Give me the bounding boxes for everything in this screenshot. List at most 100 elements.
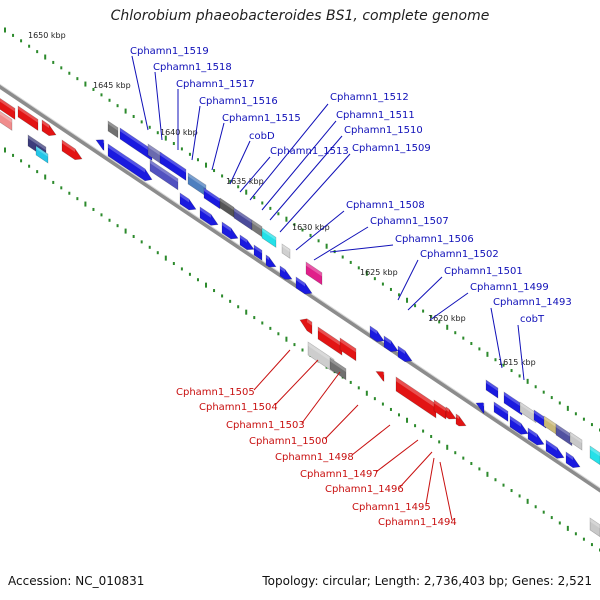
scale-tick <box>293 223 296 227</box>
forward-gene[interactable] <box>493 401 509 422</box>
forward-gene[interactable] <box>281 243 291 259</box>
reverse-gene[interactable] <box>41 119 57 137</box>
gene-label[interactable]: cobD <box>249 131 275 142</box>
scale-tick <box>261 321 264 325</box>
forward-gene[interactable] <box>251 219 263 238</box>
gene-label[interactable]: Cphamn1_1500 <box>249 436 328 447</box>
forward-gene[interactable] <box>569 431 583 451</box>
gene-label[interactable]: Cphamn1_1509 <box>352 143 431 154</box>
forward-gene[interactable] <box>95 139 105 151</box>
gene-label[interactable]: Cphamn1_1496 <box>325 484 404 495</box>
gene-highlight <box>556 424 572 439</box>
gene-label[interactable]: Cphamn1_1512 <box>330 92 409 103</box>
forward-gene[interactable] <box>509 415 529 435</box>
gene-label[interactable]: Cphamn1_1504 <box>199 402 278 413</box>
forward-gene[interactable] <box>485 379 499 399</box>
forward-gene[interactable] <box>261 227 277 248</box>
gene-shape <box>149 159 179 191</box>
forward-gene[interactable] <box>565 451 581 469</box>
forward-gene[interactable] <box>295 276 313 295</box>
gene-label[interactable]: cobT <box>520 314 545 325</box>
forward-gene[interactable] <box>159 151 187 182</box>
reverse-gene[interactable] <box>307 341 335 374</box>
forward-gene[interactable] <box>253 244 263 261</box>
forward-gene[interactable] <box>233 207 253 231</box>
gene-label[interactable]: Cphamn1_1511 <box>336 110 415 121</box>
gene-label[interactable]: Cphamn1_1494 <box>378 517 457 528</box>
gene-label[interactable]: Cphamn1_1497 <box>300 469 379 480</box>
scale-label: 1615 kbp <box>498 358 536 367</box>
forward-gene[interactable] <box>203 187 221 210</box>
forward-gene[interactable] <box>107 120 119 139</box>
gene-label[interactable]: Cphamn1_1519 <box>130 46 209 57</box>
forward-gene[interactable] <box>527 427 545 446</box>
forward-gene[interactable] <box>545 439 565 459</box>
reverse-gene[interactable] <box>0 110 13 131</box>
forward-gene[interactable] <box>149 159 179 191</box>
gene-label[interactable]: Cphamn1_1506 <box>395 234 474 245</box>
scale-tick <box>397 413 400 417</box>
forward-gene[interactable] <box>555 423 573 447</box>
scale-tick <box>44 54 47 60</box>
gene-label[interactable]: Cphamn1_1510 <box>344 125 423 136</box>
forward-gene[interactable] <box>543 415 557 435</box>
gene-shape <box>17 105 39 132</box>
gene-shape <box>35 145 49 164</box>
forward-gene[interactable] <box>397 345 413 363</box>
forward-gene[interactable] <box>187 172 207 197</box>
forward-gene[interactable] <box>147 143 163 165</box>
label-leader-lines <box>131 55 525 521</box>
reverse-gene[interactable] <box>317 326 343 356</box>
gene-label[interactable]: Cphamn1_1515 <box>222 113 301 124</box>
reverse-gene[interactable] <box>0 95 16 121</box>
gene-label[interactable]: Cphamn1_1502 <box>420 249 499 260</box>
forward-gene[interactable] <box>119 127 153 162</box>
reverse-gene[interactable] <box>433 399 447 420</box>
gene-label[interactable]: Cphamn1_1518 <box>153 62 232 73</box>
forward-gene[interactable] <box>533 409 547 429</box>
gene-label[interactable]: Cphamn1_1507 <box>370 216 449 227</box>
forward-gene[interactable] <box>179 192 197 211</box>
forward-gene[interactable] <box>305 261 323 286</box>
forward-gene[interactable] <box>519 401 537 424</box>
reverse-gene[interactable] <box>445 406 457 420</box>
forward-gene[interactable] <box>279 265 293 280</box>
gene-label[interactable]: Cphamn1_1501 <box>444 266 523 277</box>
gene-label[interactable]: Cphamn1_1498 <box>275 452 354 463</box>
forward-gene[interactable] <box>589 517 600 538</box>
forward-gene[interactable] <box>383 335 399 353</box>
forward-gene[interactable] <box>475 402 485 414</box>
gene-label[interactable]: Cphamn1_1495 <box>352 502 431 513</box>
gene-label[interactable]: Cphamn1_1517 <box>176 79 255 90</box>
reverse-gene[interactable] <box>329 357 347 381</box>
forward-gene[interactable] <box>221 221 239 240</box>
leader-line <box>429 292 469 321</box>
gene-highlight <box>103 139 104 144</box>
forward-gene[interactable] <box>503 391 523 416</box>
reverse-gene[interactable] <box>395 376 437 419</box>
gene-label[interactable]: Cphamn1_1513 <box>270 146 349 157</box>
forward-gene[interactable] <box>369 325 385 343</box>
reverse-gene[interactable] <box>299 318 313 335</box>
forward-gene[interactable] <box>589 445 600 466</box>
reverse-gene[interactable] <box>455 413 467 427</box>
forward-gene[interactable] <box>107 143 153 182</box>
leader-line <box>295 210 345 251</box>
gene-highlight <box>0 111 12 123</box>
forward-gene[interactable] <box>265 254 277 268</box>
reverse-gene[interactable] <box>375 371 385 382</box>
gene-label[interactable]: Cphamn1_1516 <box>199 96 278 107</box>
gene-label[interactable]: Cphamn1_1505 <box>176 387 255 398</box>
forward-gene[interactable] <box>219 197 235 218</box>
forward-gene[interactable] <box>239 234 255 251</box>
reverse-gene[interactable] <box>339 337 357 362</box>
forward-gene[interactable] <box>199 206 219 226</box>
gene-label[interactable]: Cphamn1_1493 <box>493 297 572 308</box>
reverse-gene[interactable] <box>17 105 39 132</box>
forward-gene[interactable] <box>35 145 49 164</box>
gene-label[interactable]: Cphamn1_1503 <box>226 420 305 431</box>
reverse-gene[interactable] <box>61 139 83 161</box>
gene-label[interactable]: Cphamn1_1508 <box>346 200 425 211</box>
gene-label[interactable]: Cphamn1_1499 <box>470 282 549 293</box>
